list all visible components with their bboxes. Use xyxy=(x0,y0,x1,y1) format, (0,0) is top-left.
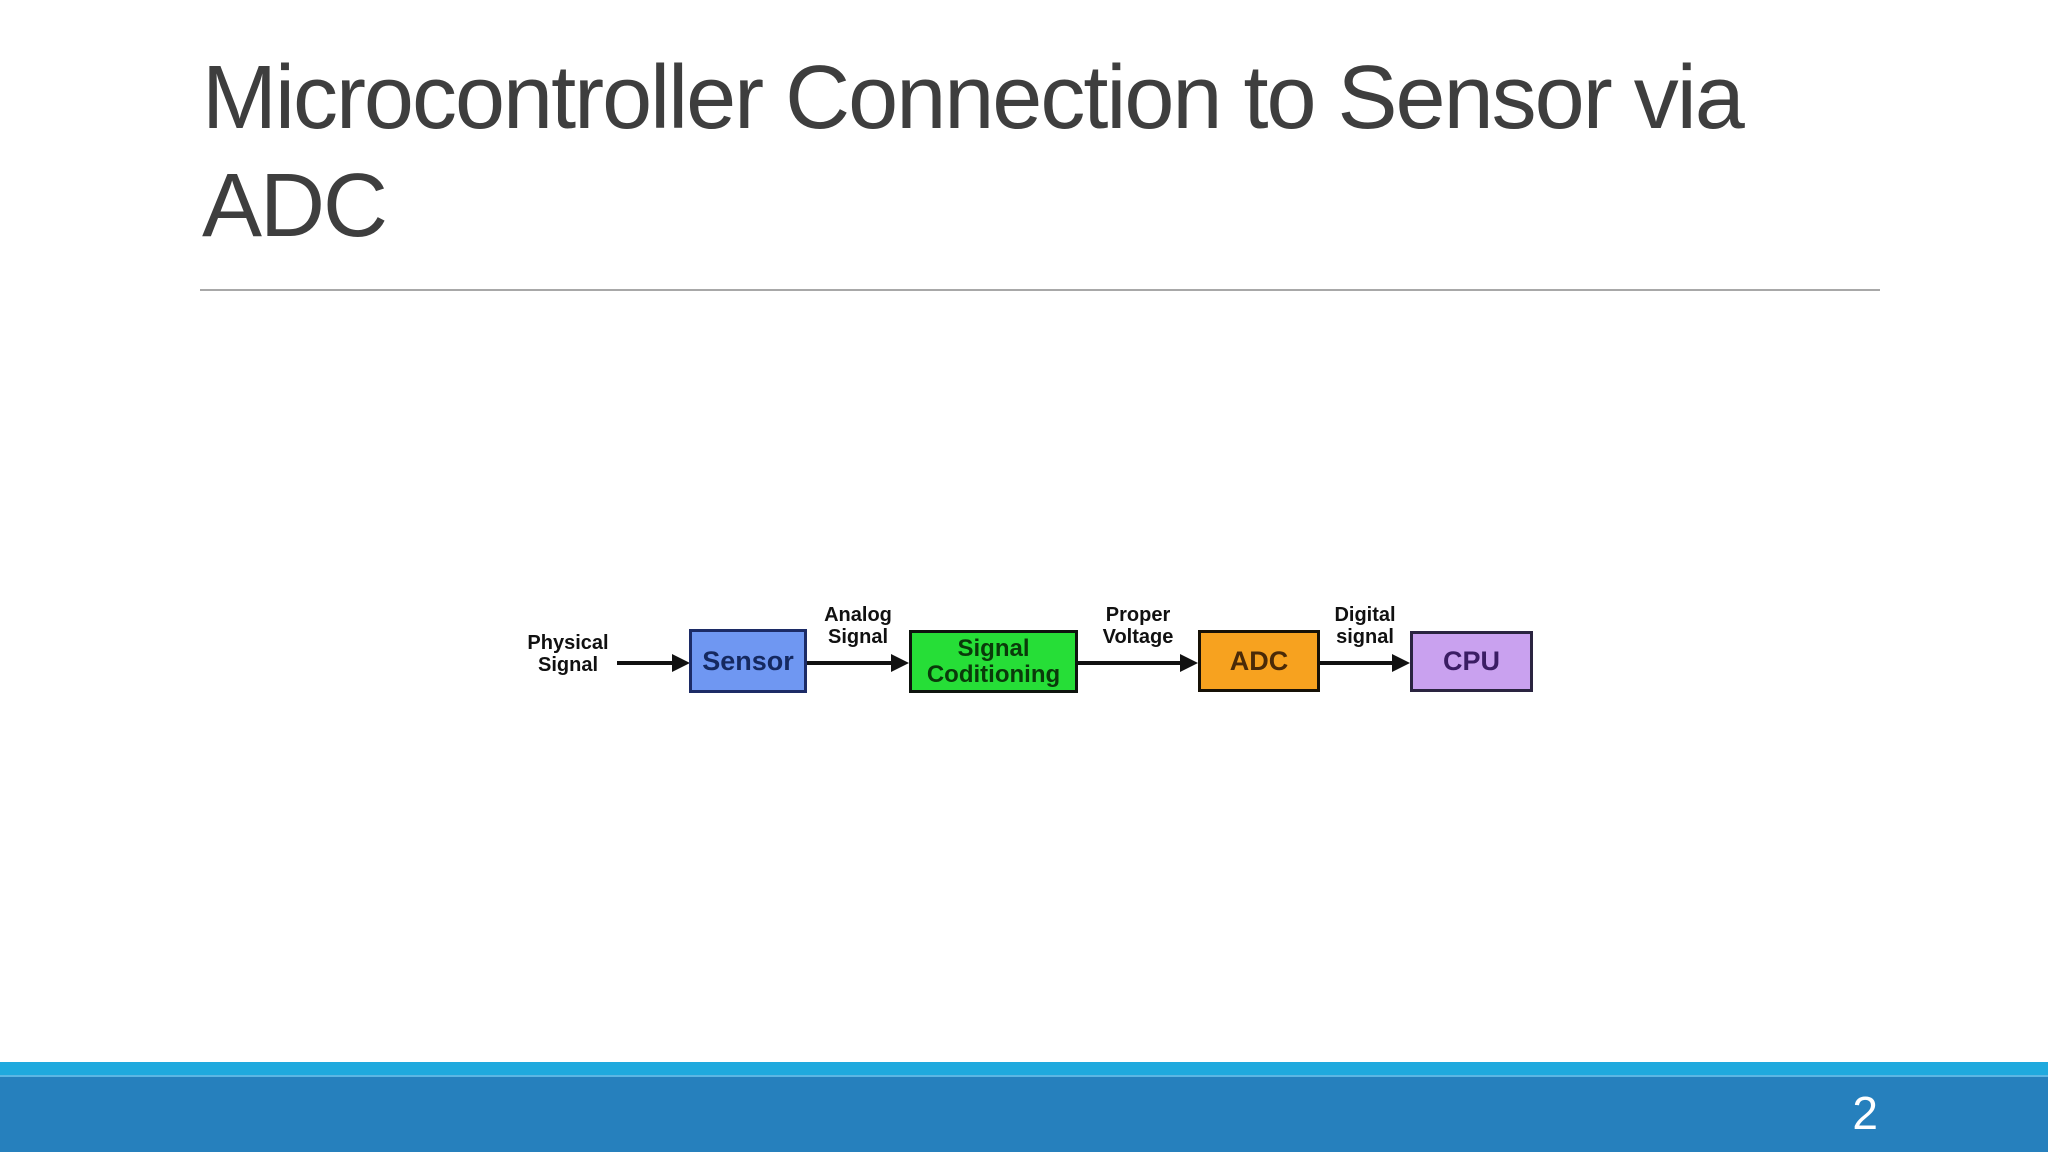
title-underline xyxy=(200,289,1880,291)
arrow-head xyxy=(672,654,690,672)
arrow-head xyxy=(891,654,909,672)
footer-bar: 2 xyxy=(0,1075,2048,1152)
block-cpu: CPU xyxy=(1410,631,1533,692)
label-physical-signal: Physical Signal xyxy=(527,632,609,676)
block-sensor: Sensor xyxy=(689,629,807,693)
arrow-right-icon xyxy=(807,654,909,672)
arrow-right-icon xyxy=(1320,654,1410,672)
arrow-shaft xyxy=(807,661,891,665)
arrow-head xyxy=(1180,654,1198,672)
slide-title-line-1: Microcontroller Connection to Sensor via xyxy=(202,48,1745,148)
adc-flow-diagram: Physical Signal Sensor Analog Signal Sig… xyxy=(500,595,1560,715)
block-adc: ADC xyxy=(1198,630,1320,692)
slide-title: Microcontroller Connection to Sensor via… xyxy=(202,44,1745,260)
arrow-shaft xyxy=(1078,661,1180,665)
arrow-shaft xyxy=(1320,661,1392,665)
label-digital-signal: Digital signal xyxy=(1334,604,1396,648)
arrow-head xyxy=(1392,654,1410,672)
block-signal-conditioning: Signal Coditioning xyxy=(909,630,1078,693)
arrow-right-icon xyxy=(617,654,690,672)
arrow-shaft xyxy=(617,661,672,665)
arrow-right-icon xyxy=(1078,654,1198,672)
label-proper-voltage: Proper Voltage xyxy=(1102,604,1174,648)
footer-accent-strip xyxy=(0,1062,2048,1075)
page-number: 2 xyxy=(1852,1087,1878,1139)
slide-title-line-2: ADC xyxy=(202,156,388,256)
label-analog-signal: Analog Signal xyxy=(824,604,892,648)
